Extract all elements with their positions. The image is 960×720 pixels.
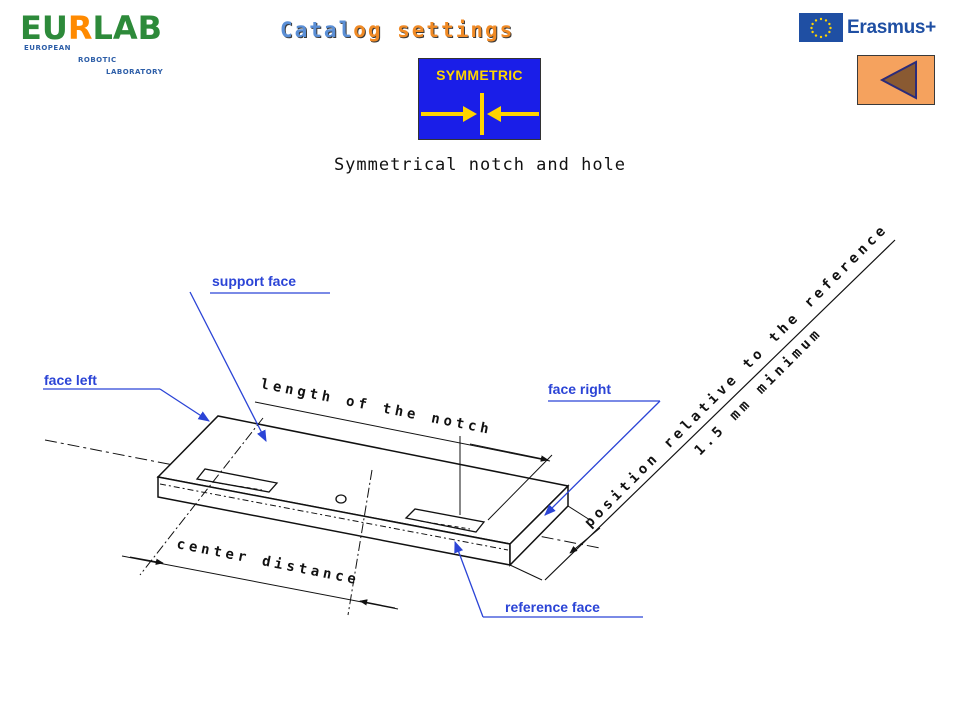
- plate: [156, 415, 570, 567]
- dimension-position-label: position relative to the reference: [582, 221, 892, 531]
- dimension-center-label: center distance: [175, 536, 361, 588]
- logo-line-laboratory: LABORATORY: [106, 68, 164, 76]
- logo-wordmark: EURLAB: [20, 12, 162, 44]
- eurlab-logo: EURLAB EUROPEAN ROBOTIC LABORATORY: [18, 12, 188, 82]
- title-part-1: Catal: [280, 18, 354, 42]
- back-button[interactable]: [857, 55, 935, 105]
- title-part-2: og settings: [353, 18, 515, 42]
- left-notch: [195, 468, 279, 493]
- subtitle: Symmetrical notch and hole: [333, 155, 627, 175]
- callout-face-left: face left: [44, 372, 97, 388]
- center-hole: [335, 494, 347, 504]
- dimension-length-label: length of the notch: [259, 376, 494, 438]
- logo-eu: EU: [20, 9, 68, 47]
- right-notch: [404, 508, 486, 533]
- eu-flag-icon: [799, 13, 843, 42]
- callout-support-face: support face: [212, 273, 297, 289]
- logo-r: R: [67, 9, 93, 47]
- erasmus-logo: Erasmus+: [799, 13, 944, 43]
- symmetric-mode-icon: SYMMETRIC: [418, 58, 541, 140]
- erasmus-label: Erasmus+: [847, 17, 936, 38]
- symmetric-arrows-icon: [421, 93, 539, 135]
- triangle-left-icon: [879, 60, 917, 100]
- page-title: Catalog settings: [280, 18, 530, 42]
- callout-reference-face: reference face: [505, 599, 600, 615]
- logo-line-european: EUROPEAN: [24, 44, 71, 52]
- notch-diagram: length of the notch center distance posi…: [43, 221, 896, 618]
- symmetric-icon-label: SYMMETRIC: [436, 67, 523, 83]
- callout-face-right: face right: [548, 381, 612, 397]
- logo-line-robotic: ROBOTIC: [78, 56, 117, 64]
- logo-lab: LAB: [92, 9, 163, 47]
